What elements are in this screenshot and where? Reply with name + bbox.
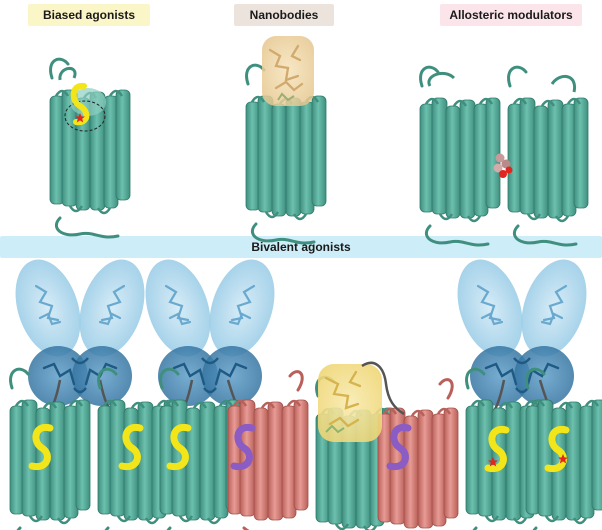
panel-allosteric xyxy=(418,65,590,247)
modulator-atom xyxy=(501,159,511,169)
label-allosteric-modulators: Allosteric modulators xyxy=(440,4,582,26)
modulator-atom xyxy=(499,170,507,178)
nanobody-strands xyxy=(268,44,304,92)
nanobody-strands xyxy=(324,370,362,428)
modulator-atom xyxy=(495,153,505,163)
panel-bivalent-biased xyxy=(444,249,602,530)
label-biased-agonists: Biased agonists xyxy=(28,4,150,26)
receptor-teal-bundle xyxy=(48,57,132,239)
panel-bivalent-heterodimer xyxy=(132,249,310,530)
panel-bivalent-nanobody xyxy=(314,361,460,530)
nanobody-cdr xyxy=(325,424,345,434)
nanobody-cdr xyxy=(277,92,295,102)
panel-nanobodies xyxy=(244,36,328,245)
panel-bivalent-homodimer xyxy=(2,249,180,530)
label-nanobodies: Nanobodies xyxy=(234,4,334,26)
binding-pocket xyxy=(70,88,106,116)
antibody xyxy=(2,249,158,408)
receptor-loops xyxy=(427,72,577,93)
modulator-atom xyxy=(493,163,503,173)
yellow-ligand xyxy=(70,82,90,126)
antibody xyxy=(444,249,600,408)
modulator-atom xyxy=(505,166,513,174)
receptor-loop xyxy=(58,67,77,81)
receptor-teal-right xyxy=(506,65,590,247)
linker-chain xyxy=(361,361,405,416)
panel-biased-agonist xyxy=(48,57,132,239)
pocket-outline xyxy=(64,100,106,132)
receptor-red xyxy=(376,378,460,530)
antibody xyxy=(132,249,288,408)
receptor-teal-left xyxy=(418,65,502,247)
